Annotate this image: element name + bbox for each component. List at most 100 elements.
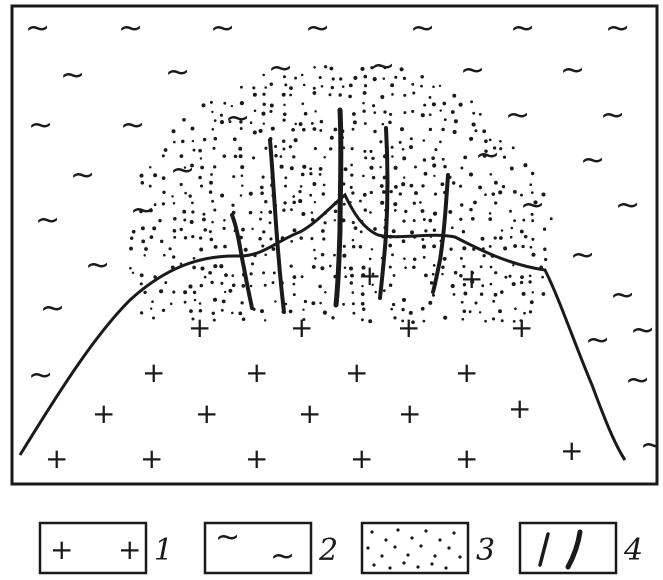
- halo-dot: [350, 164, 353, 167]
- halo-dot: [429, 96, 432, 99]
- halo-dot: [531, 213, 534, 216]
- halo-dot: [241, 284, 245, 288]
- halo-dot: [313, 249, 316, 252]
- halo-dot: [334, 219, 336, 221]
- tilde-icon: ~: [118, 11, 143, 46]
- halo-dot: [524, 235, 528, 239]
- halo-dot: [260, 211, 263, 214]
- halo-dot: [323, 184, 326, 187]
- halo-dot: [373, 111, 376, 114]
- halo-dot: [268, 210, 272, 214]
- halo-dot: [200, 266, 204, 270]
- halo-dot: [294, 77, 297, 80]
- halo-dot: [490, 266, 493, 269]
- halo-dot: [320, 266, 324, 270]
- halo-dot: [470, 100, 473, 103]
- halo-dot: [474, 129, 477, 132]
- halo-dot: [531, 219, 534, 222]
- halo-dot: [439, 85, 441, 87]
- tilde-icon: ~: [120, 108, 145, 143]
- halo-dot: [289, 86, 293, 90]
- halo-dot: [240, 86, 243, 89]
- legend-number: 2: [318, 533, 338, 568]
- halo-dot: [334, 128, 338, 132]
- halo-dot: [403, 176, 405, 178]
- tilde-icon: ~: [60, 58, 85, 93]
- halo-dot: [350, 186, 353, 189]
- plus-icon: +: [245, 442, 268, 475]
- halo-dot: [261, 244, 264, 247]
- tilde-icon: ~: [270, 539, 295, 574]
- halo-dot: [294, 138, 298, 142]
- halo-dot: [462, 246, 466, 250]
- halo-dot: [293, 283, 296, 286]
- halo-dot: [289, 145, 292, 148]
- legend-dot: [370, 530, 373, 533]
- halo-dot: [541, 276, 544, 279]
- halo-dot: [319, 76, 322, 79]
- halo-dot: [379, 166, 381, 168]
- halo-dot: [390, 308, 393, 311]
- halo-dot: [393, 202, 397, 206]
- tilde-icon: ~: [580, 143, 605, 178]
- halo-dot: [211, 111, 213, 113]
- halo-dot: [209, 181, 213, 185]
- halo-dot: [423, 256, 426, 259]
- halo-dot: [290, 208, 293, 211]
- halo-dot: [514, 307, 517, 310]
- halo-dot: [448, 210, 452, 214]
- plus-icon: +: [455, 442, 478, 475]
- halo-dot: [271, 127, 275, 131]
- legend-item-3: 3: [362, 523, 495, 573]
- halo-dot: [364, 156, 367, 159]
- halo-dot: [260, 191, 264, 195]
- halo-dot: [512, 282, 516, 286]
- halo-dot: [190, 164, 194, 168]
- halo-dot: [242, 318, 246, 322]
- halo-dot: [322, 237, 325, 240]
- halo-dot: [350, 173, 353, 176]
- halo-dot: [132, 272, 134, 274]
- halo-dot: [510, 167, 514, 171]
- halo-dot: [400, 127, 404, 131]
- halo-dot: [260, 309, 264, 313]
- halo-dot: [284, 176, 287, 179]
- halo-dot: [220, 282, 223, 285]
- halo-dot: [212, 312, 215, 315]
- halo-dot: [433, 229, 436, 232]
- halo-dot: [530, 246, 533, 249]
- halo-dot: [451, 284, 455, 288]
- halo-dot: [152, 226, 156, 230]
- plus-icon: +: [510, 311, 533, 344]
- plus-icon: +: [358, 259, 381, 292]
- halo-dot: [352, 221, 355, 224]
- halo-dot: [294, 123, 297, 126]
- halo-dot: [200, 157, 202, 159]
- halo-dot: [184, 236, 187, 239]
- halo-dot: [293, 228, 297, 232]
- halo-dot: [164, 281, 167, 284]
- halo-dot: [270, 82, 273, 85]
- halo-dot: [352, 128, 355, 131]
- halo-dot: [324, 291, 327, 294]
- halo-dot: [170, 303, 173, 306]
- halo-dot: [444, 118, 447, 121]
- halo-dot: [494, 293, 498, 297]
- halo-dot: [433, 212, 437, 216]
- legend-item-2: ~ ~ 2: [205, 520, 338, 574]
- halo-dot: [143, 291, 146, 294]
- halo-dot: [291, 128, 295, 132]
- halo-dot: [402, 148, 405, 151]
- legend-dot: [384, 538, 387, 541]
- halo-dot: [520, 281, 523, 284]
- legend-dot: [447, 546, 450, 549]
- legend-dot: [410, 536, 413, 539]
- tilde-icon: ~: [28, 358, 53, 393]
- halo-dot: [330, 136, 334, 140]
- halo-dot: [290, 264, 293, 267]
- halo-dot: [388, 244, 392, 248]
- halo-dot: [239, 120, 242, 123]
- halo-dot: [180, 183, 183, 186]
- halo-dot: [192, 266, 196, 270]
- halo-dot: [469, 310, 472, 313]
